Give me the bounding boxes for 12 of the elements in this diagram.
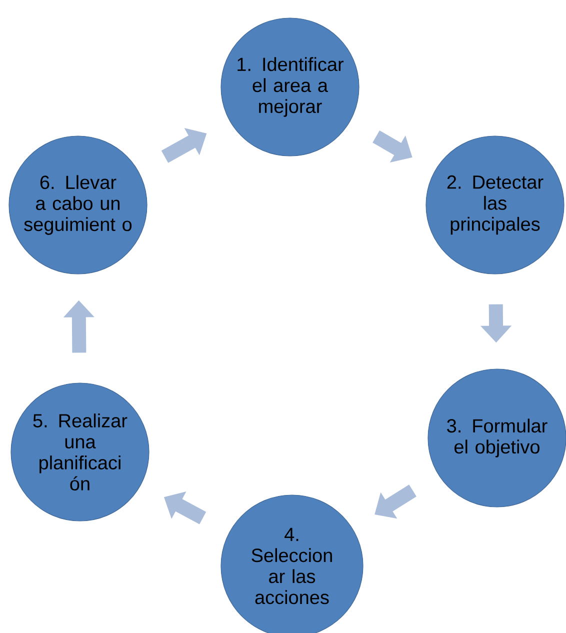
step-circle: [428, 368, 566, 508]
step-label: 4. Seleccion ar las acciones: [252, 528, 332, 604]
step-circle: [220, 494, 364, 633]
step-label: 6. Llevar a cabo un seguimient o: [24, 175, 132, 235]
step-circle: [426, 136, 564, 274]
step-circle: [220, 18, 360, 156]
step-circle: [10, 382, 150, 522]
step-circle: [8, 136, 148, 274]
step-label: 2. Detectar las principales: [447, 175, 544, 235]
step-label: 5. Realizar una planificaci ón: [33, 414, 128, 490]
step-label: 3. Formular el objetivo: [447, 418, 548, 458]
step-label: 1. Identificar el area a mejorar: [238, 57, 344, 117]
